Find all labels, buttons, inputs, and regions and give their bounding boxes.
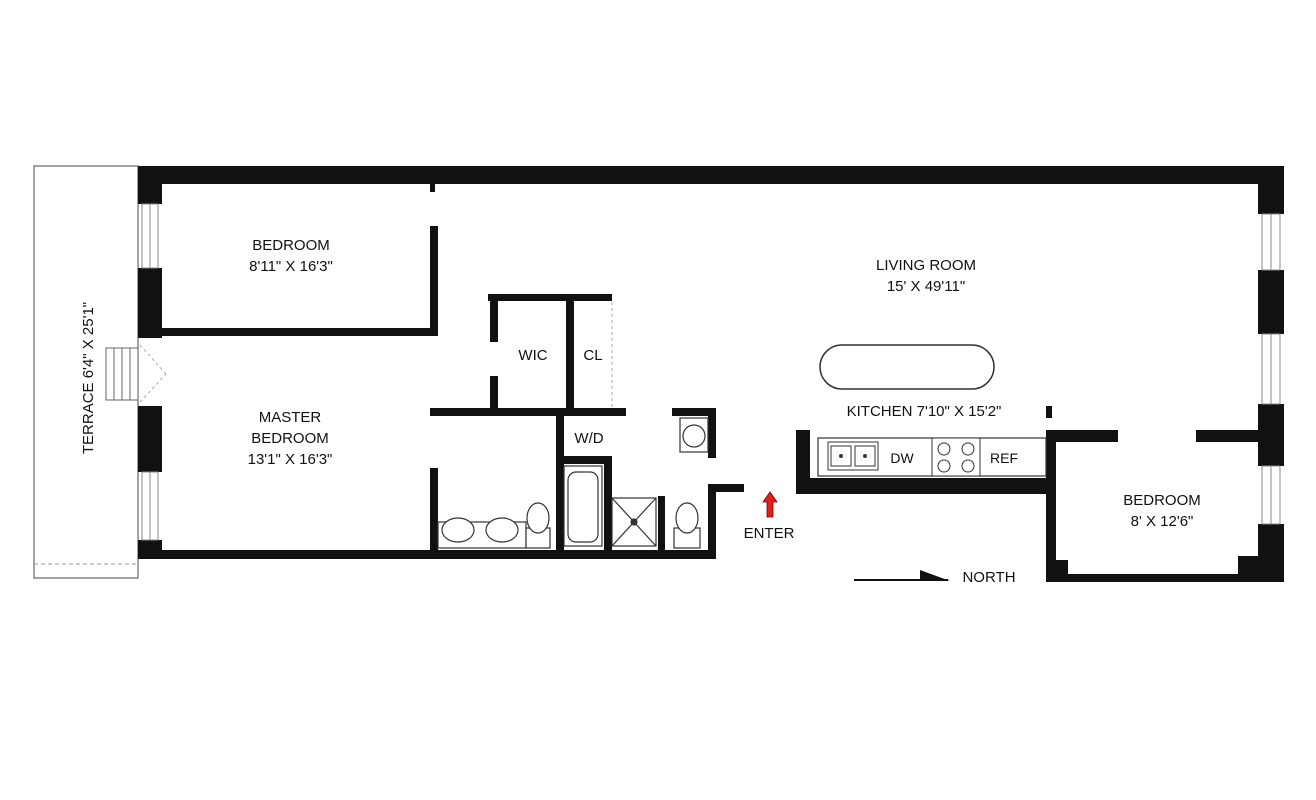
- bedroom-west-size: 8'11" X 16'3": [249, 258, 333, 275]
- master-bedroom-size: 13'1" X 16'3": [248, 451, 333, 468]
- toilet-master: [525, 502, 551, 549]
- powder-sink: [679, 417, 709, 453]
- kitchen-counter: DW REF: [817, 437, 1047, 477]
- entry-label: ENTER: [744, 525, 795, 542]
- kitchen-label: KITCHEN 7'10" X 15'2": [847, 403, 1002, 420]
- washer-dryer-label: W/D: [574, 430, 603, 447]
- closet-label: CL: [583, 347, 602, 364]
- north-arrow-icon: [920, 570, 950, 581]
- bedroom-east-name: BEDROOM: [1123, 492, 1201, 509]
- terrace-label: TERRACE 6'4" X 25'1": [80, 302, 97, 454]
- kitchen-island: [819, 344, 995, 390]
- interior-walls: [162, 184, 1284, 582]
- north-indicator: NORTH: [854, 569, 1016, 586]
- shower: [611, 497, 657, 547]
- stove: [931, 437, 981, 477]
- bedroom-west-name: BEDROOM: [252, 237, 330, 254]
- room-labels: BEDROOM 8'11" X 16'3" LIVING ROOM 15' X …: [248, 237, 1201, 530]
- master-bedroom-name-1: MASTER: [259, 409, 322, 426]
- double-vanity: [437, 517, 527, 549]
- bathtub: [563, 465, 603, 547]
- entry-marker: ENTER: [744, 491, 795, 542]
- windows: [141, 203, 1281, 541]
- entry-arrow-icon: [762, 491, 778, 518]
- north-label: NORTH: [962, 569, 1015, 586]
- terrace-steps: [105, 344, 167, 403]
- master-bedroom-name-2: BEDROOM: [251, 430, 329, 447]
- living-room-size: 15' X 49'11": [887, 278, 965, 295]
- wic-label: WIC: [518, 347, 547, 364]
- exterior-walls: [138, 166, 1284, 582]
- bathroom-fixtures: [437, 417, 709, 549]
- bedroom-east-size: 8' X 12'6": [1131, 513, 1194, 530]
- dishwasher-label: DW: [890, 450, 914, 466]
- refrigerator-label: REF: [990, 450, 1018, 466]
- toilet-second: [673, 502, 701, 549]
- living-room-name: LIVING ROOM: [876, 257, 976, 274]
